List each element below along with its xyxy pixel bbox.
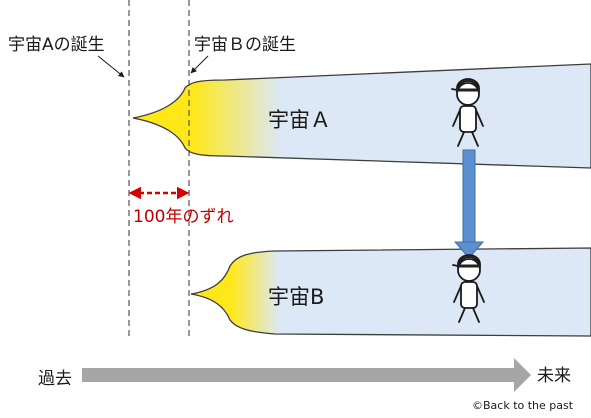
universe-b-label: 宇宙B [268, 285, 325, 309]
universe-a-shape [132, 63, 591, 169]
time-axis-arrow [82, 358, 531, 392]
copyright-text: ©Back to the past [472, 399, 574, 412]
future-label: 未来 [537, 366, 571, 386]
transfer-arrow [453, 149, 485, 259]
birth-a-label: 宇宙Aの誕生 [8, 35, 105, 55]
universe-a-label: 宇宙Ａ [268, 108, 331, 132]
offset-label: 100年のずれ [133, 207, 234, 227]
birth-b-label: 宇宙Ｂの誕生 [194, 35, 296, 55]
person-icon [452, 254, 485, 323]
birth-a-pointer [97, 55, 125, 78]
birth-b-pointer [190, 55, 209, 74]
person-icon [451, 78, 484, 147]
past-label: 過去 [38, 369, 72, 389]
universe-b-shape [190, 247, 591, 337]
